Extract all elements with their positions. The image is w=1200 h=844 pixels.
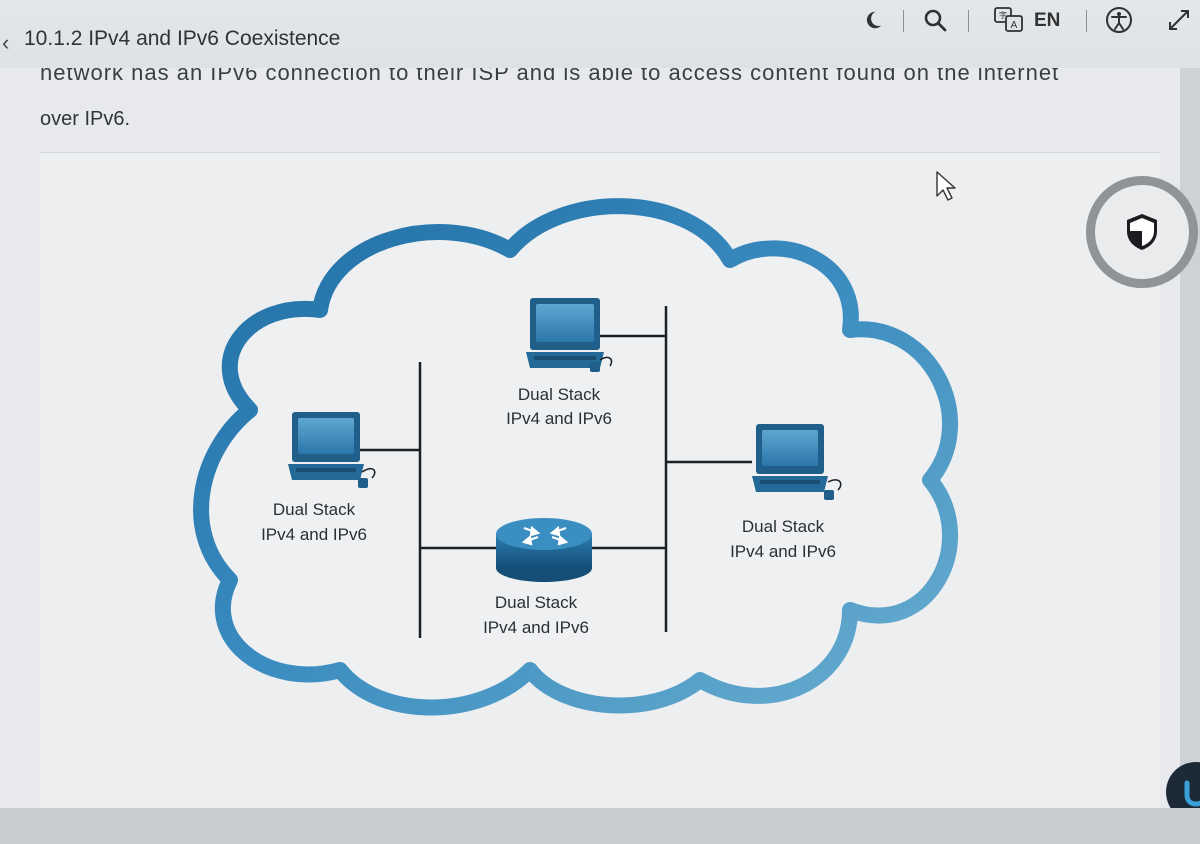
toolbar-divider <box>1086 10 1087 32</box>
search-button[interactable] <box>918 4 952 36</box>
assistant-logo-icon <box>1184 780 1200 807</box>
pc-top-label-line1: Dual Stack <box>518 385 601 404</box>
expand-icon <box>1169 10 1189 30</box>
pc-left-label-line1: Dual Stack <box>273 500 356 519</box>
search-icon <box>924 9 947 32</box>
accessibility-button[interactable] <box>1102 4 1136 36</box>
pc-right-label-line2: IPv4 and IPv6 <box>730 542 836 561</box>
network-links <box>360 306 752 638</box>
pc-right-icon <box>752 424 842 500</box>
router-label-line2: IPv4 and IPv6 <box>483 618 589 637</box>
pc-top-label-line2: IPv4 and IPv6 <box>506 409 612 428</box>
toolbar: A 字 EN <box>0 4 1200 36</box>
mouse-cursor-icon <box>936 171 956 201</box>
shield-icon <box>1127 214 1157 250</box>
page-title: 10.1.2 IPv4 and IPv6 Coexistence <box>24 27 341 50</box>
cloud-outline <box>193 198 958 716</box>
router-icon <box>496 518 592 582</box>
dark-mode-button[interactable] <box>856 4 890 36</box>
translate-button[interactable]: A 字 <box>992 4 1026 36</box>
security-shield-button[interactable] <box>1086 176 1198 288</box>
toolbar-divider <box>968 10 969 32</box>
router-label-line1: Dual Stack <box>495 593 578 612</box>
svg-text:A: A <box>1011 20 1018 31</box>
back-chevron-icon[interactable]: ‹ <box>2 30 10 55</box>
bottom-strip <box>0 808 1200 844</box>
intro-text: over IPv6. <box>40 108 131 130</box>
pc-right-label-line1: Dual Stack <box>742 517 825 536</box>
svg-text:字: 字 <box>999 10 1007 20</box>
intro-text-partial: network has an IPv6 connection to their … <box>40 60 1060 85</box>
toolbar-divider <box>903 10 904 32</box>
pc-top-icon <box>526 298 613 372</box>
pc-left-label-line2: IPv4 and IPv6 <box>261 525 367 544</box>
moon-icon <box>866 11 882 29</box>
language-label[interactable]: EN <box>1034 10 1061 31</box>
pc-left-icon <box>288 412 376 488</box>
top-bar: ‹ 10.1.2 IPv4 and IPv6 Coexistence A 字 E… <box>0 0 1200 68</box>
accessibility-icon <box>1106 7 1132 33</box>
expand-button[interactable] <box>1162 4 1196 36</box>
translate-icon: A 字 <box>994 7 1023 32</box>
